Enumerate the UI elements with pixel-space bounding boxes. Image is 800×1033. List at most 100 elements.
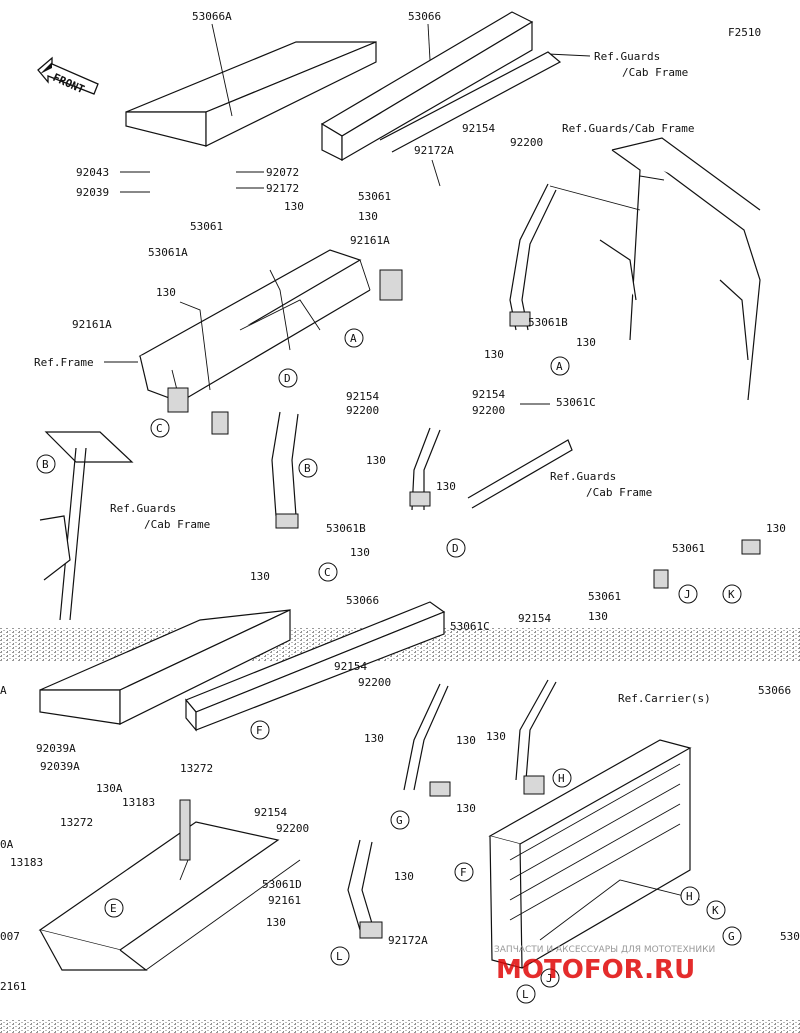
label-130-l: 130 [364, 732, 384, 745]
callout-K1: K [728, 588, 735, 601]
callout-J1: J [684, 588, 691, 601]
label-130-d: 130 [576, 336, 596, 349]
label-53061-b: 53061 [358, 190, 391, 203]
label-ref-guards-3b: /Cab Frame [586, 486, 652, 499]
callout-G2: G [728, 930, 735, 943]
label-130-c: 130 [156, 286, 176, 299]
callout-G1: G [396, 814, 403, 827]
callout-H1: H [558, 772, 565, 785]
label-92200-c: 92200 [472, 404, 505, 417]
label-53066-b: 53066 [346, 594, 379, 607]
label-13183-b: 13183 [10, 856, 43, 869]
label-130-e: 130 [484, 348, 504, 361]
label-130-o: 130 [456, 802, 476, 815]
callout-D2: D [452, 542, 459, 555]
label-92172: 92172 [266, 182, 299, 195]
watermark-line1: ЗАПЧАСТИ И АКСЕССУАРЫ ДЛЯ МОТОТЕХНИКИ [494, 945, 715, 955]
label-130-n: 130 [486, 730, 506, 743]
callout-C1: C [156, 422, 163, 435]
label-53066: 53066 [408, 10, 441, 23]
label-92154-c: 92154 [472, 388, 505, 401]
label-92154-a: 92154 [462, 122, 495, 135]
label-53061-c: 53061 [672, 542, 705, 555]
label-53066-r: 53066 [758, 684, 791, 697]
seatbelt-bottom-H [515, 679, 557, 795]
seat-frame-bottom [38, 799, 301, 971]
label-92154-d: 92154 [518, 612, 551, 625]
seatbelt-53061C [409, 427, 441, 511]
label-13272-a: 13272 [180, 762, 213, 775]
label-130-m: 130 [456, 734, 476, 747]
label-53061D: 53061D [262, 878, 302, 891]
label-53061-a: 53061 [190, 220, 223, 233]
label-53061A: 53061A [148, 246, 188, 259]
label-92200-d: 92200 [358, 676, 391, 689]
callout-E1: E [110, 902, 117, 915]
label-130-i: 130 [436, 480, 456, 493]
callout-F1: F [256, 724, 263, 737]
watermark-line2: MOTOFOR.RU [496, 955, 695, 985]
seat-cushion-53066A [125, 41, 377, 147]
callout-A1: A [556, 360, 563, 373]
label-0A: 0A [0, 838, 14, 851]
torn-bottom [0, 1020, 800, 1033]
seat-cushion-bottom [39, 609, 291, 725]
label-530: 530 [780, 930, 800, 943]
label-92172A: 92172A [414, 144, 454, 157]
label-53066A: 53066A [192, 10, 232, 23]
callout-K2: K [712, 904, 719, 917]
label-92154-e: 92154 [334, 660, 367, 673]
label-53061B-top: 53061B [528, 316, 568, 329]
label-ref-guards-3a: Ref.Guards [550, 470, 616, 483]
label-130-j: 130 [766, 522, 786, 535]
callout-L2: L [522, 988, 529, 1001]
label-53061C: 53061C [556, 396, 596, 409]
label-A: A [0, 684, 7, 697]
seat-frame-top [138, 249, 403, 435]
label-92039: 92039 [76, 186, 109, 199]
label-ref-guards-cab: Ref.Guards/Cab Frame [562, 122, 694, 135]
label-92172A-b: 92172A [388, 934, 428, 947]
label-53061C-b: 53061C [450, 620, 490, 633]
label-ref-carrier: Ref.Carrier(s) [618, 692, 711, 705]
label-53061-d: 53061 [588, 590, 621, 603]
label-92043: 92043 [76, 166, 109, 179]
callout-A2: A [350, 332, 357, 345]
label-130-b: 130 [358, 210, 378, 223]
callout-B1: B [42, 458, 49, 471]
label-130A: 130A [96, 782, 123, 795]
carrier-frame [488, 739, 701, 969]
label-92154-b: 92154 [346, 390, 379, 403]
backrest-53066 [320, 11, 534, 162]
buckle-K [741, 539, 761, 555]
cab-frame-left [39, 431, 134, 621]
callout-L1: L [336, 950, 343, 963]
cab-frame-right [599, 137, 761, 401]
label-007: 007 [0, 930, 20, 943]
seatbelt-53061D [347, 839, 383, 939]
label-130-a: 130 [284, 200, 304, 213]
callout-F2: F [460, 866, 467, 879]
callout-B2: B [304, 462, 311, 475]
watermark-logo: ЗАПЧАСТИ И АКСЕССУАРЫ ДЛЯ МОТОТЕХНИКИ MO… [494, 945, 715, 985]
label-ref-frame: Ref.Frame [34, 356, 94, 369]
label-92039A-1: 92039A [36, 742, 76, 755]
figure-code: F2510 [728, 26, 761, 39]
callout-C2: C [324, 566, 331, 579]
seatbelt-53061B-top [509, 183, 641, 331]
backrest-bottom [185, 601, 446, 732]
label-130-f: 130 [350, 546, 370, 559]
label-53061B-b: 53061B [326, 522, 366, 535]
label-13183-a: 13183 [122, 796, 155, 809]
label-2161: 2161 [0, 980, 27, 993]
label-130-p: 130 [394, 870, 414, 883]
callout-H2: H [686, 890, 693, 903]
label-92200-e: 92200 [276, 822, 309, 835]
label-92039A-2: 92039A [40, 760, 80, 773]
label-ref-guards-2b: /Cab Frame [144, 518, 210, 531]
label-130-q: 130 [266, 916, 286, 929]
label-92161: 92161 [268, 894, 301, 907]
seatbelt-bottom-G [403, 683, 451, 797]
seatbelt-53061B-bottom [271, 411, 299, 529]
